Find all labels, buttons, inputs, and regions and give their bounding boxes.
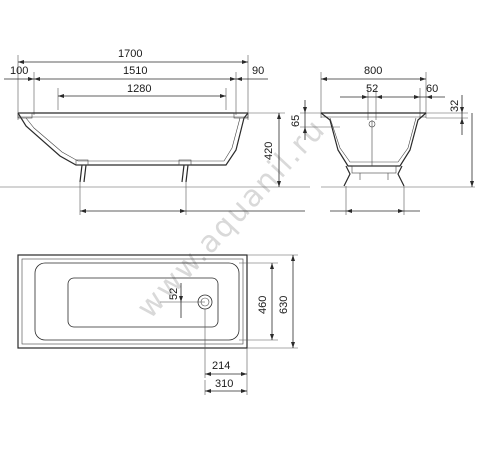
dim-drain-offset-plan: 52 <box>168 288 180 300</box>
dim-left-rim: 100 <box>10 65 28 77</box>
foot-right <box>178 159 192 183</box>
dim-inner-length: 1510 <box>123 65 147 77</box>
dim-drain-from-end: 214 <box>212 360 230 372</box>
dim-drain-from-end-outer: 310 <box>215 378 233 390</box>
front-view: 800 52 60 65 32 <box>290 65 475 215</box>
dim-rim-height: 32 <box>449 100 461 112</box>
dim-height: 420 <box>263 142 275 160</box>
watermark: www.aquanil.ru <box>130 112 333 326</box>
dim-right-rim: 90 <box>252 65 264 77</box>
foot-left <box>75 159 89 183</box>
front-feet <box>343 165 405 187</box>
dim-rim-right: 60 <box>426 83 438 95</box>
plan-view: 52 460 630 214 310 <box>17 254 298 395</box>
dim-drain-offset-front: 52 <box>366 83 378 95</box>
side-view: 1700 100 1510 90 1280 <box>0 48 310 215</box>
dim-rim-depth: 65 <box>290 115 302 127</box>
dim-total-length: 1700 <box>118 48 142 60</box>
dim-outer-width: 630 <box>278 296 290 314</box>
dim-width: 800 <box>364 65 382 77</box>
watermark-text: www.aquanil.ru <box>130 112 333 326</box>
dim-bottom-length: 1280 <box>127 83 151 95</box>
dim-inner-width: 460 <box>257 296 269 314</box>
